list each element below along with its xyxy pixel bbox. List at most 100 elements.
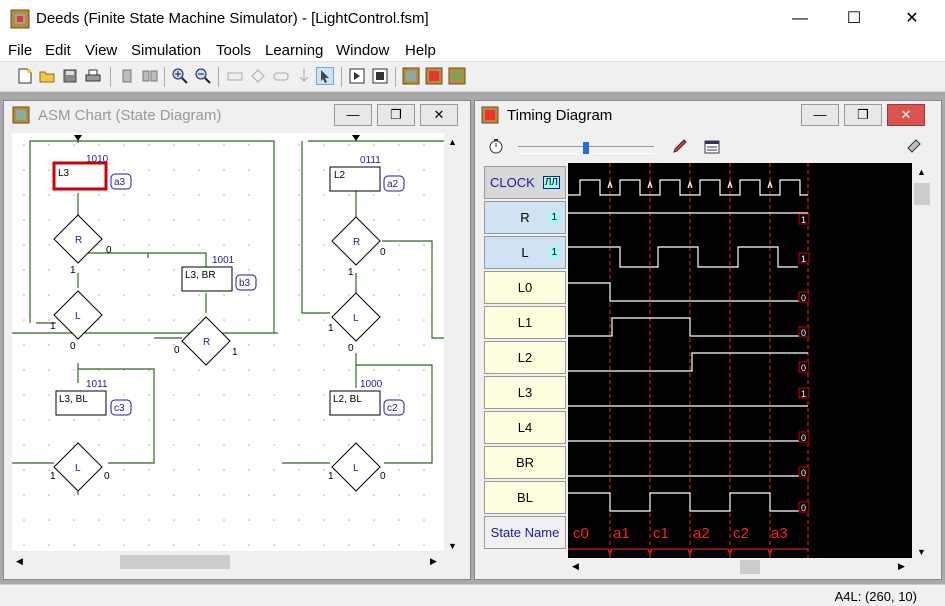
state-box-icon[interactable] [226,67,244,85]
fsm-simulator-icon[interactable] [402,67,420,85]
print-icon[interactable] [84,67,102,85]
zoom-in-icon[interactable] [171,67,189,85]
menu-window[interactable]: Window [336,42,390,59]
menu-learning[interactable]: Learning [265,42,324,59]
timing-minimize-button[interactable]: — [801,104,839,126]
zoom-out-icon[interactable] [194,67,212,85]
close-button[interactable]: ✕ [905,10,919,27]
timing-horizontal-scrollbar[interactable]: ◀ ▶ [568,558,912,576]
state-c3-name: L3, BL [59,394,88,405]
branch-label: 0 [106,245,112,256]
maximize-button[interactable]: ☐ [846,10,862,27]
signal-r-end-value: 1 [801,215,806,225]
menu-help[interactable]: Help [405,42,436,59]
signal-br-end-value: 0 [801,468,806,478]
app-icon [10,9,30,29]
menu-view[interactable]: View [85,42,118,59]
calendar-icon[interactable] [704,140,722,156]
open-folder-icon[interactable] [38,67,56,85]
signal-label-l0[interactable]: L0 [484,271,566,304]
branch-label: 1 [232,347,238,358]
conditional-output-icon[interactable] [272,67,290,85]
state-name-label: State Name [484,516,566,549]
branch-label: 1 [348,267,354,278]
timing-diagram-title: Timing Diagram [507,107,613,124]
asm-vertical-scrollbar[interactable]: ▲ ▼ [444,133,462,551]
asm-window-icon [12,106,30,124]
signal-label-br[interactable]: BR [484,446,566,479]
asm-chart-title: ASM Chart (State Diagram) [38,107,222,124]
state-a3-label: a3 [114,177,126,188]
save-icon[interactable] [61,67,79,85]
timing-simulator-icon[interactable] [425,67,443,85]
signal-l2-end-value: 0 [801,363,806,373]
decision-r1-label: R [75,235,82,246]
signal-l0-end-value: 0 [801,293,806,303]
decision-l4-label: L [353,463,359,474]
asm-hscroll-thumb[interactable] [120,555,230,569]
exit-point-icon[interactable] [371,67,389,85]
chip-icon[interactable] [118,67,136,85]
branch-label: 1 [50,471,56,482]
branch-label: 0 [174,345,180,356]
status-bar: A4L: (260, 10) [0,584,945,606]
branch-label: 1 [328,471,334,482]
decision-r3-label: R [353,237,360,248]
timing-vertical-scrollbar[interactable]: ▲ ▼ [913,163,931,558]
decision-l2-label: L [75,463,81,474]
state-a2-name: L2 [334,170,346,181]
signal-l3-end-value: 1 [801,389,806,399]
signal-l1-end-value: 0 [801,328,806,338]
timing-close-button[interactable]: ✕ [887,104,925,126]
signal-l4-end-value: 0 [801,433,806,443]
new-file-icon[interactable] [16,67,34,85]
timing-vscroll-thumb[interactable] [914,183,930,205]
menu-simulation[interactable]: Simulation [131,42,202,59]
ruler-icon[interactable] [906,138,924,156]
timing-diagram-titlebar[interactable]: Timing Diagram — ❐ ✕ [475,101,941,129]
state-b3-label: b3 [239,278,251,289]
signal-label-l3[interactable]: L3 [484,376,566,409]
pointer-icon[interactable] [316,67,334,85]
arrow-down-icon[interactable] [295,67,313,85]
waveform-canvas[interactable]: 1 1 0 0 0 1 0 0 0 c0 a1 c1 a2 c2 a3 [568,163,912,558]
menu-tools[interactable]: Tools [216,42,252,59]
board-icon[interactable] [448,67,466,85]
asm-chart-titlebar[interactable]: ASM Chart (State Diagram) — ❐ ✕ [4,101,470,129]
signal-l-end-value: 1 [801,254,806,264]
asm-minimize-button[interactable]: — [334,104,372,126]
minimize-button[interactable]: — [792,10,808,27]
window-title: Deeds (Finite State Machine Simulator) -… [36,10,429,27]
signal-label-l2[interactable]: L2 [484,341,566,374]
menu-file[interactable]: File [8,42,33,59]
pen-icon[interactable] [672,138,690,156]
asm-restore-button[interactable]: ❐ [377,104,415,126]
signal-label-l1[interactable]: L1 [484,306,566,339]
timing-hscroll-thumb[interactable] [740,560,760,574]
state-a2-label: a2 [387,179,399,190]
asm-close-button[interactable]: ✕ [420,104,458,126]
state-c3-code: 1011 [86,379,108,390]
signal-label-l4[interactable]: L4 [484,411,566,444]
speed-slider-thumb[interactable] [583,142,589,154]
menu-edit[interactable]: Edit [45,42,71,59]
decision-icon[interactable] [249,67,267,85]
asm-chart-canvas[interactable]: L3 1010 a3 R 1 0 L 1 0 L3, BR 1001 b3 R … [12,133,444,551]
branch-label: 0 [380,471,386,482]
branch-label: 1 [50,321,56,332]
state-c2-name: L2, BL [333,394,362,405]
state-box-a3 [52,161,108,191]
signal-bl-end-value: 0 [801,503,806,513]
timing-restore-button[interactable]: ❐ [844,104,882,126]
state-c3-label: c3 [114,403,125,414]
signal-label-bl[interactable]: BL [484,481,566,514]
stopwatch-icon[interactable] [488,138,506,156]
state-a2-code: 0111 [360,155,381,166]
title-bar: Deeds (Finite State Machine Simulator) -… [0,0,945,38]
asm-horizontal-scrollbar[interactable]: ◀ ▶ [12,553,444,571]
entry-point-icon[interactable] [348,67,366,85]
component-icon[interactable] [141,67,159,85]
